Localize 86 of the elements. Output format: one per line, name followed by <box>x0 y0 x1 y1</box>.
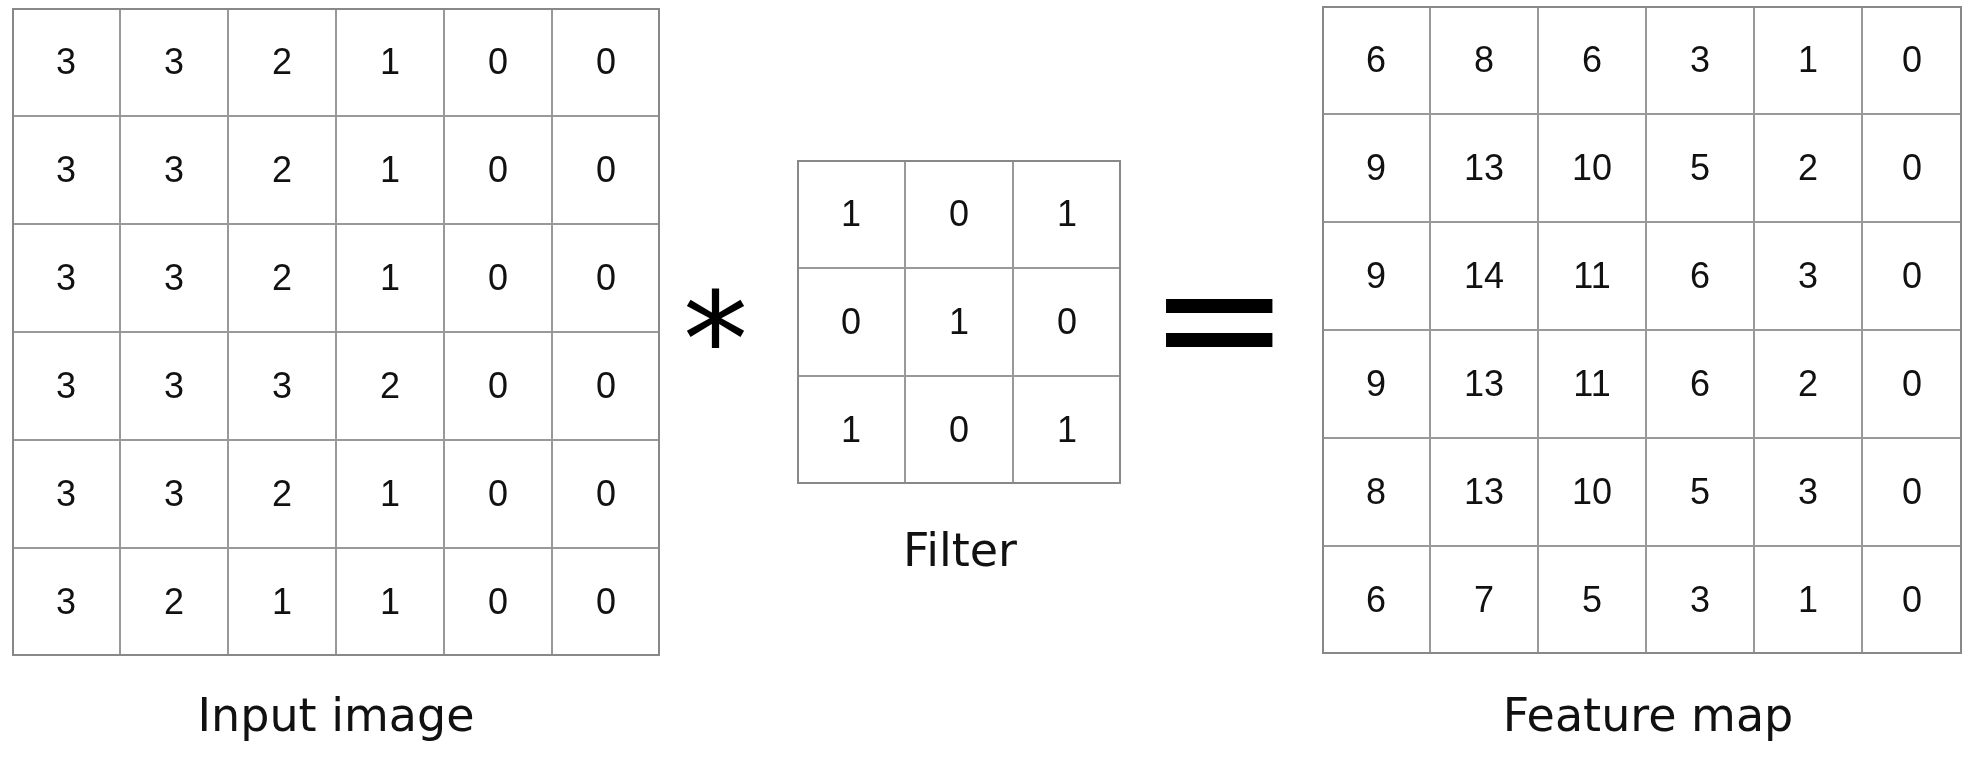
matrix-cell: 5 <box>1538 546 1646 654</box>
matrix-cell: 2 <box>228 116 336 224</box>
matrix-cell: 2 <box>336 332 444 440</box>
matrix-cell: 0 <box>444 548 552 656</box>
matrix-cell: 1 <box>228 548 336 656</box>
matrix-cell: 0 <box>552 440 660 548</box>
matrix-cell: 6 <box>1646 330 1754 438</box>
matrix-cell: 1 <box>336 116 444 224</box>
matrix-cell: 0 <box>444 116 552 224</box>
matrix-cell: 1 <box>336 548 444 656</box>
matrix-cell: 1 <box>905 268 1013 376</box>
matrix-cell: 0 <box>552 224 660 332</box>
matrix-cell: 3 <box>12 332 120 440</box>
matrix-cell: 5 <box>1646 438 1754 546</box>
matrix-cell: 0 <box>1862 6 1962 114</box>
matrix-cell: 0 <box>444 332 552 440</box>
matrix-cell: 11 <box>1538 330 1646 438</box>
matrix-cell: 3 <box>12 440 120 548</box>
matrix-cell: 0 <box>1862 438 1962 546</box>
matrix-cell: 6 <box>1322 6 1430 114</box>
matrix-cell: 3 <box>120 224 228 332</box>
matrix-cell: 0 <box>444 224 552 332</box>
matrix-cell: 0 <box>444 440 552 548</box>
matrix-cell: 3 <box>1754 438 1862 546</box>
matrix-cell: 8 <box>1430 6 1538 114</box>
matrix-cell: 13 <box>1430 114 1538 222</box>
matrix-cell: 5 <box>1646 114 1754 222</box>
matrix-cell: 3 <box>120 116 228 224</box>
matrix-cell: 0 <box>444 8 552 116</box>
matrix-cell: 6 <box>1538 6 1646 114</box>
matrix-cell: 3 <box>12 8 120 116</box>
matrix-cell: 3 <box>12 224 120 332</box>
matrix-cell: 1 <box>1013 160 1121 268</box>
matrix-cell: 3 <box>1646 6 1754 114</box>
matrix-cell: 6 <box>1322 546 1430 654</box>
matrix-cell: 10 <box>1538 438 1646 546</box>
matrix-cell: 0 <box>552 8 660 116</box>
matrix-cell: 1 <box>797 160 905 268</box>
matrix-cell: 0 <box>905 376 1013 484</box>
matrix-cell: 0 <box>1862 222 1962 330</box>
matrix-cell: 0 <box>552 116 660 224</box>
matrix-cell: 2 <box>228 224 336 332</box>
equals-sign: = <box>1148 232 1291 402</box>
matrix-caption: Feature map <box>1502 688 1794 742</box>
matrix-cell: 3 <box>12 116 120 224</box>
matrix-cell: 2 <box>228 8 336 116</box>
matrix-cell: 13 <box>1430 438 1538 546</box>
matrix-cell: 3 <box>1646 546 1754 654</box>
matrix-caption: Filter <box>903 523 1017 577</box>
matrix-cell: 8 <box>1322 438 1430 546</box>
matrix-cell: 3 <box>120 440 228 548</box>
matrix-cell: 0 <box>552 548 660 656</box>
matrix-cell: 2 <box>228 440 336 548</box>
matrix-cell: 0 <box>1862 330 1962 438</box>
matrix-cell: 1 <box>336 440 444 548</box>
matrix-caption: Input image <box>197 688 475 742</box>
matrix-cell: 1 <box>1754 546 1862 654</box>
matrix-cell: 3 <box>120 332 228 440</box>
matrix-cell: 9 <box>1322 222 1430 330</box>
matrix-cell: 13 <box>1430 330 1538 438</box>
matrix-cell: 1 <box>1754 6 1862 114</box>
matrix-cell: 3 <box>12 548 120 656</box>
matrix-cell: 1 <box>336 8 444 116</box>
matrix-cell: 1 <box>797 376 905 484</box>
matrix-cell: 1 <box>336 224 444 332</box>
matrix-cell: 9 <box>1322 330 1430 438</box>
matrix-cell: 0 <box>1013 268 1121 376</box>
matrix-cell: 0 <box>1862 114 1962 222</box>
matrix-cell: 2 <box>1754 114 1862 222</box>
matrix-cell: 0 <box>552 332 660 440</box>
matrix-cell: 2 <box>120 548 228 656</box>
matrix-cell: 0 <box>905 160 1013 268</box>
matrix-cell: 7 <box>1430 546 1538 654</box>
matrix-cell: 3 <box>1754 222 1862 330</box>
matrix-cell: 0 <box>797 268 905 376</box>
matrix-cell: 3 <box>228 332 336 440</box>
convolution-operator: * <box>683 275 748 405</box>
matrix-cell: 3 <box>120 8 228 116</box>
matrix-cell: 9 <box>1322 114 1430 222</box>
matrix-cell: 10 <box>1538 114 1646 222</box>
matrix-cell: 14 <box>1430 222 1538 330</box>
matrix-cell: 0 <box>1862 546 1962 654</box>
matrix-cell: 2 <box>1754 330 1862 438</box>
matrix-cell: 1 <box>1013 376 1121 484</box>
matrix-cell: 11 <box>1538 222 1646 330</box>
matrix-cell: 6 <box>1646 222 1754 330</box>
